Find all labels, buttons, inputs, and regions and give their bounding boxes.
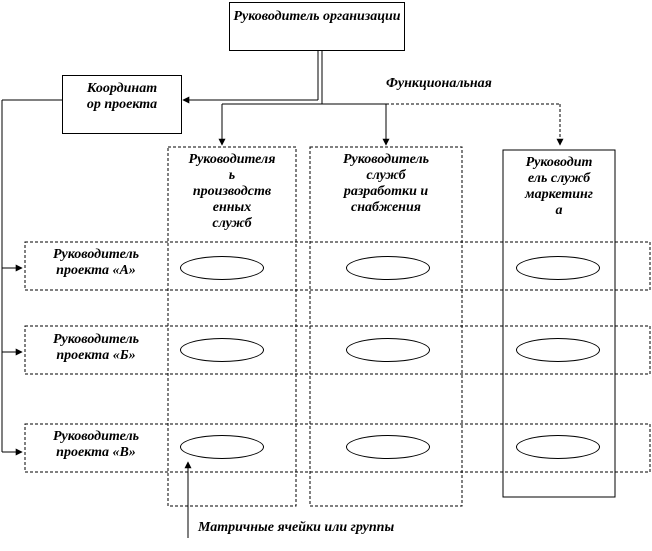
ph-b-2: проекта «Б» [56,348,136,364]
fh-development-2: служб [366,168,406,184]
ph-a-2: проекта «А» [56,263,136,279]
fh-production-3: производств [192,184,272,200]
functional-label-text: Функциональная [386,76,492,91]
fh-production-2: ь [228,168,236,184]
org-head-label: Руководитель организации [233,9,401,24]
fh-development-3: разработки и [343,184,429,200]
row-project-b [24,325,651,375]
fh-development-4: снабжения [351,200,421,216]
ph-b-1: Руководитель [52,332,140,347]
project-head-c: Руководитель проекта «В» [28,429,164,461]
matrix-cell [346,338,430,362]
ph-c-2: проекта «В» [56,445,136,461]
functional-head-marketing: Руководит ель служб маркетинг а [505,155,613,219]
matrix-cell [516,256,600,280]
matrix-cell [180,435,264,459]
project-head-b: Руководитель проекта «Б» [28,332,164,364]
row-project-a [24,241,651,291]
matrix-cell [180,338,264,362]
fh-marketing-2: ель служб [527,171,591,187]
fh-development-1: Руководитель [342,152,430,167]
matrix-cell [346,435,430,459]
fh-marketing-4: а [555,203,563,219]
fh-marketing-1: Руководит [525,155,593,170]
column-marketing [502,149,616,498]
matrix-cell [346,256,430,280]
fh-production-5: служб [212,216,252,232]
ph-a-1: Руководитель [52,247,140,262]
coordinator-box: Координат ор проекта [62,75,182,134]
fh-marketing-3: маркетинг [525,187,593,203]
fh-production-4: енных [212,200,252,216]
cells-caption-text: Матричные ячейки или группы [198,520,395,535]
functional-head-development: Руководитель служб разработки и снабжени… [312,152,460,216]
functional-head-production: Руководителя ь производств енных служб [170,152,294,232]
matrix-cell [180,256,264,280]
coordinator-label-1: Координат [86,81,158,96]
matrix-cell [516,338,600,362]
ph-c-1: Руководитель [52,429,140,444]
functional-label: Функциональная [386,76,526,92]
matrix-cell [516,435,600,459]
fh-production-1: Руководителя [188,152,276,167]
coordinator-label-2: ор проекта [86,97,158,113]
project-head-a: Руководитель проекта «А» [28,247,164,279]
row-project-c [24,423,651,473]
org-head-box: Руководитель организации [229,2,405,51]
cells-caption: Матричные ячейки или группы [198,520,478,536]
